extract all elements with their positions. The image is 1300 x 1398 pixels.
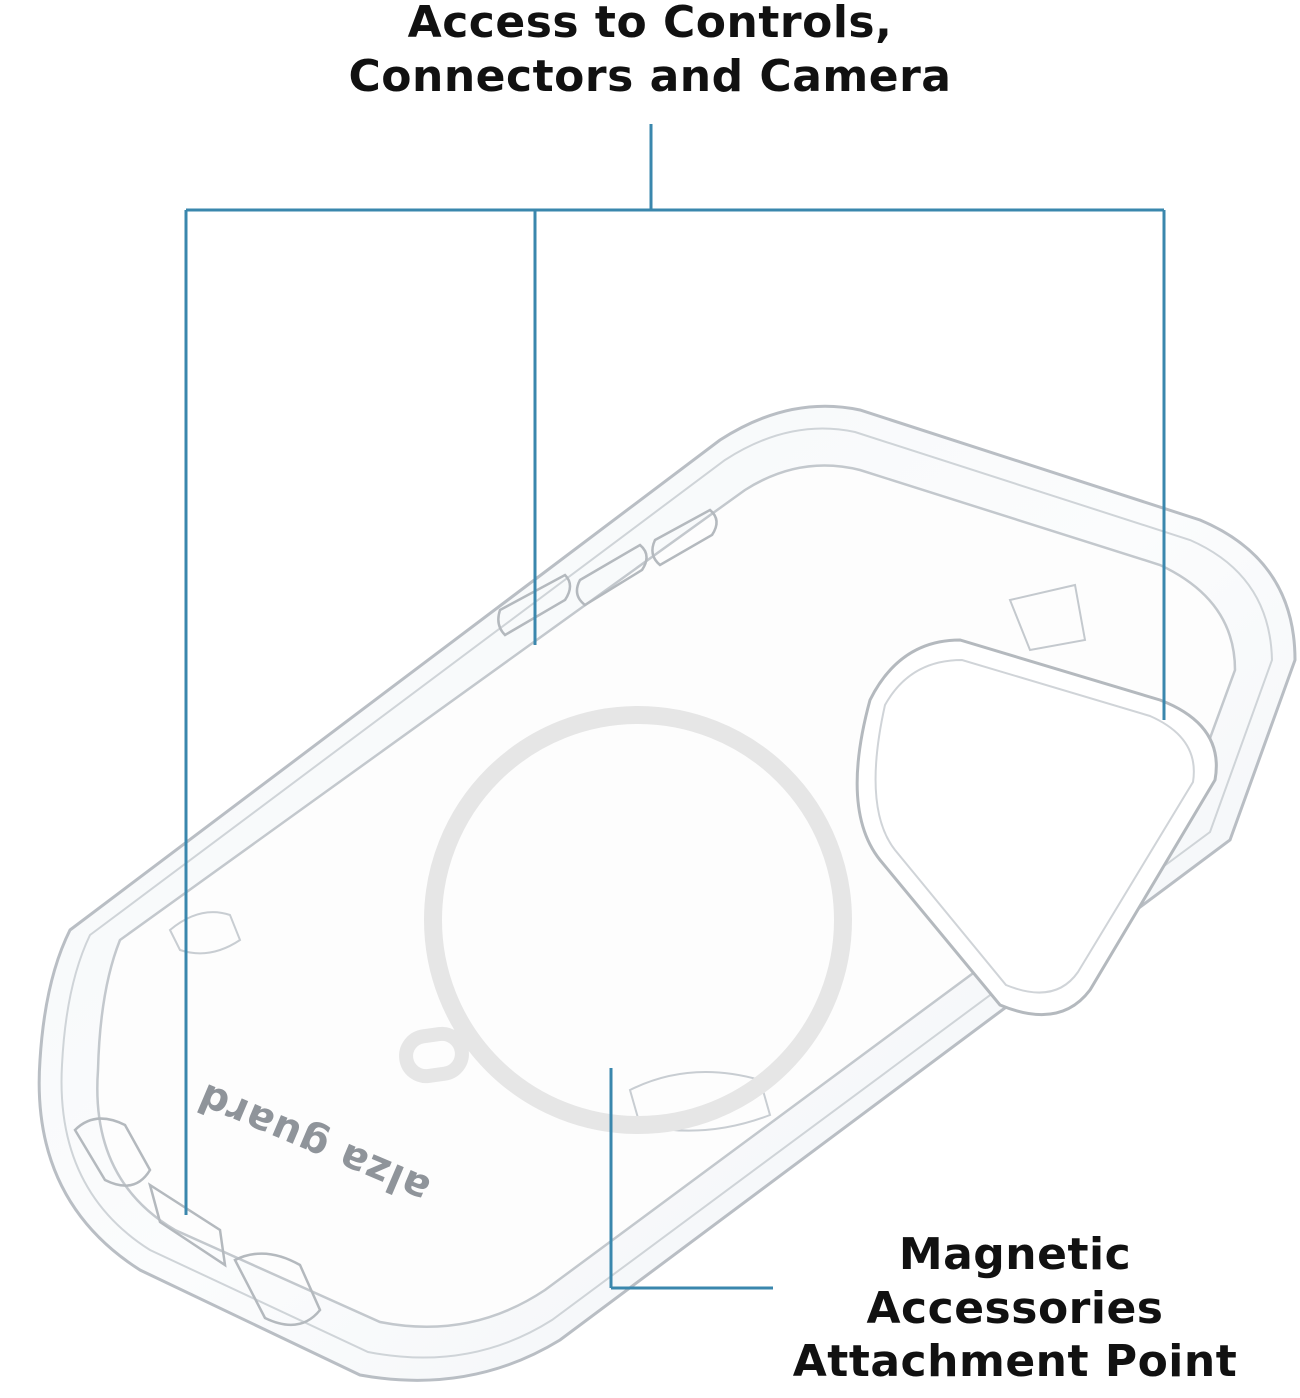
- volume-up-cover: [575, 543, 648, 607]
- bottom-connectors: [73, 1117, 322, 1327]
- magsafe-alignment-notch: [399, 1026, 469, 1084]
- power-button-cover: [497, 573, 572, 637]
- volume-down-cover: [651, 508, 718, 567]
- speaker-grille-right: [233, 1252, 322, 1327]
- bottom-callout-line-3: Attachment Point: [792, 1336, 1238, 1388]
- speaker-grille-left: [73, 1117, 152, 1187]
- case-rim-contour: [60, 427, 1274, 1359]
- clear-phone-case: [37, 404, 1297, 1382]
- bottom-callout-line-1: Magnetic: [898, 1229, 1132, 1280]
- bottom-callout-label: Magnetic Accessories Attachment Point: [770, 1228, 1260, 1389]
- callout-leader-lines: [184, 124, 1166, 1290]
- camera-cutout-inner-edge: [874, 658, 1195, 994]
- top-callout-label: Access to Controls, Connectors and Camer…: [300, 0, 1000, 103]
- lightning-port-cutout: [147, 1182, 227, 1268]
- camera-rim-notch: [1008, 583, 1087, 652]
- side-buttons: [497, 508, 718, 637]
- top-callout-line-1: Access to Controls,: [407, 0, 893, 48]
- bottom-callout-line-2: Accessories: [866, 1282, 1164, 1334]
- camera-cutout: [855, 638, 1218, 1017]
- magsafe-ring: [399, 706, 852, 1134]
- side-switch-detail: [168, 911, 242, 955]
- top-callout-line-2: Connectors and Camera: [348, 50, 952, 102]
- magsafe-ring-outer: [424, 706, 852, 1134]
